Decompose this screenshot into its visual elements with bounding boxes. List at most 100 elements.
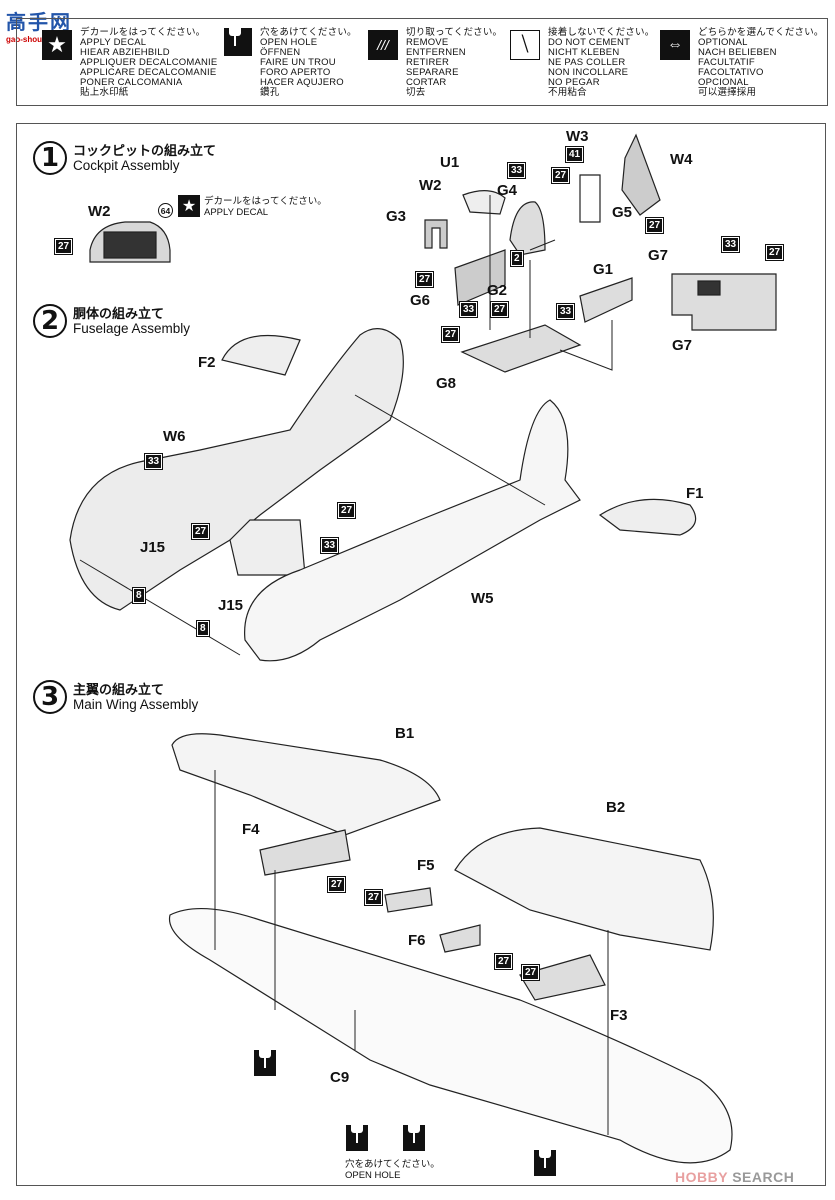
paint-code: 27 [53,238,74,255]
legend-text: ÖFFNEN [260,47,301,58]
part-label: W4 [670,151,693,168]
watermark-title: 高手网 [6,12,72,34]
part-label: W3 [566,128,589,145]
legend-text: SEPARARE [406,67,459,78]
part-label: W2 [88,203,111,220]
drill-hole-icon [346,1125,368,1151]
legend-text: APPLICARE DECALCOMANIE [80,67,217,78]
step-title-en: Cockpit Assembly [73,158,180,173]
part-g7-detail [671,273,777,331]
part-label: C9 [330,1069,350,1086]
paint-code: 27 [550,167,571,184]
part-label: B1 [395,725,415,742]
legend-text: HIEAR ABZIEHBILD [80,47,170,58]
legend-text: どちらかを選んでください。 [698,27,824,38]
legend-box [16,18,828,106]
part-f5-flap [384,887,433,913]
paint-code: 2 [510,250,524,267]
paint-code: 27 [414,271,435,288]
part-g3-harness [424,219,448,249]
part-label: G1 [593,261,614,278]
paint-code: 27 [190,523,211,540]
instructions-box [16,123,826,1186]
part-label: W6 [163,428,186,445]
part-label: J15 [140,539,166,556]
part-f4-flap [259,829,351,876]
part-b1-upper-wing [171,733,441,836]
open-hole-note-en: OPEN HOLE [345,1170,401,1181]
step-number: 3 [33,680,67,714]
legend-text: APPLY DECAL [80,37,147,48]
part-label: G2 [487,282,508,299]
paint-code: 33 [506,162,527,179]
paint-code: 27 [440,326,461,343]
legend-text: 切去 [406,87,426,98]
legend-text: 穴をあけてください。 [260,27,357,38]
part-label: G3 [386,208,407,225]
part-f1-stabilizer [598,498,697,536]
part-label: G4 [497,182,518,199]
cut-remove-icon: /// [368,30,398,60]
part-label: G5 [612,204,633,221]
part-label: U1 [440,154,460,171]
part-g4-seat [509,201,546,256]
part-f3-flap [519,954,606,1001]
star-decal-icon: ★ [178,195,200,217]
paint-code: 27 [363,889,384,906]
open-hole-note-ja: 穴をあけてください。 [345,1159,440,1170]
paint-code: 27 [489,301,510,318]
step-number: 2 [33,304,67,338]
part-label: G7 [648,247,669,264]
legend-text: OPEN HOLE [260,37,318,48]
part-label: F6 [408,932,426,949]
legend-text: NACH BELIEBEN [698,47,777,58]
legend-text: FAIRE UN TROU [260,57,336,68]
part-w4-panel [621,133,661,216]
legend-text: ENTFERNEN [406,47,466,58]
watermark-logo: 高手网 gao-shou.com [6,6,72,44]
decal-note-en: APPLY DECAL [204,207,269,218]
legend-text: NE PAS COLLER [548,57,626,68]
part-label: F1 [686,485,704,502]
watermark-brand-mark: HOBBY [675,1169,728,1185]
part-f6-flap [439,924,481,953]
decal-note: デカールをはってください。APPLY DECAL [204,196,327,218]
part-label: G6 [410,292,431,309]
legend-text: RETIRER [406,57,450,68]
legend-text: REMOVE [406,37,449,48]
part-label: B2 [606,799,626,816]
paint-code: 27 [520,964,541,981]
legend-text: DO NOT CEMENT [548,37,631,48]
part-label: F2 [198,354,216,371]
step-title-ja: コックピットの組み立て [73,143,217,158]
drill-hole-icon [403,1125,425,1151]
paint-code: 27 [644,217,665,234]
legend-text: NO PEGAR [548,77,600,88]
cockpit-tub [229,519,306,576]
part-b2-upper-wing [454,827,714,951]
open-hole-note: 穴をあけてください。OPEN HOLE [345,1159,440,1181]
step-title-ja: 胴体の組み立て [73,306,165,321]
legend-text: NON INCOLLARE [548,67,629,78]
legend-text: HACER AQUJERO [260,77,344,88]
legend-text: 可以選擇採用 [698,87,757,98]
part-label: G7 [672,337,693,354]
paint-code: 33 [458,301,479,318]
legend-text: 接着しないでください。 [548,27,655,38]
paint-code: 27 [493,953,514,970]
part-g8-floor [460,324,582,373]
step-number: 1 [33,141,67,175]
part-g7-sidepanel [579,277,633,323]
fuselage-left-half [69,328,404,611]
step-title-en: Fuselage Assembly [73,321,191,336]
part-g6-console [454,249,506,306]
legend-text: OPTIONAL [698,37,748,48]
legend-text: FACULTATIF [698,57,755,68]
legend-text: 不用粘合 [548,87,587,98]
